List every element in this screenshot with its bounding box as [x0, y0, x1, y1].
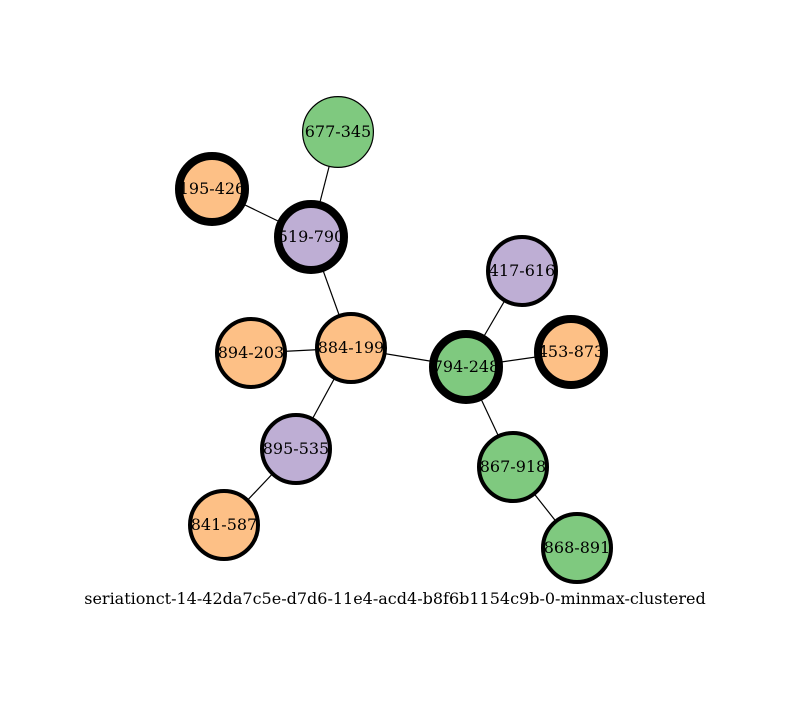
node-circle	[477, 431, 549, 503]
node-453-873[interactable]: 453-873	[534, 315, 608, 389]
node-circle	[302, 95, 375, 169]
node-417-616[interactable]: 417-616	[486, 235, 558, 307]
node-layer: 677-345 195-426 519-790 417-616 894-203 884-1…	[175, 95, 613, 584]
node-868-891[interactable]: 868-891	[541, 512, 613, 584]
node-circle	[534, 315, 608, 389]
node-label: 677-345	[305, 122, 371, 141]
node-circle	[315, 312, 387, 384]
node-867-918[interactable]: 867-918	[477, 431, 549, 503]
node-label: 453-873	[538, 342, 604, 361]
node-label: 195-426	[179, 179, 245, 198]
node-label: 417-616	[489, 261, 555, 280]
node-195-426[interactable]: 195-426	[175, 152, 249, 226]
node-794-248[interactable]: 794-248	[429, 330, 503, 404]
node-894-203[interactable]: 894-203	[215, 317, 287, 389]
node-circle	[541, 512, 613, 584]
node-circle	[175, 152, 249, 226]
node-label: 894-203	[218, 343, 284, 362]
node-circle	[188, 489, 260, 561]
node-884-199[interactable]: 884-199	[315, 312, 387, 384]
node-circle	[260, 413, 332, 485]
node-label: 895-535	[263, 439, 329, 458]
node-circle	[486, 235, 558, 307]
node-label: 867-918	[480, 457, 546, 476]
node-circle	[274, 200, 348, 274]
node-label: 841-587	[191, 515, 257, 534]
node-519-790[interactable]: 519-790	[274, 200, 348, 274]
node-label: 884-199	[318, 338, 384, 357]
node-label: 519-790	[278, 227, 344, 246]
node-677-345[interactable]: 677-345	[302, 95, 375, 169]
node-895-535[interactable]: 895-535	[260, 413, 332, 485]
node-circle	[429, 330, 503, 404]
diagram-caption: seriationct-14-42da7c5e-d7d6-11e4-acd4-b…	[84, 589, 706, 608]
node-label: 794-248	[433, 357, 499, 376]
node-841-587[interactable]: 841-587	[188, 489, 260, 561]
node-label: 868-891	[544, 538, 610, 557]
node-circle	[215, 317, 287, 389]
